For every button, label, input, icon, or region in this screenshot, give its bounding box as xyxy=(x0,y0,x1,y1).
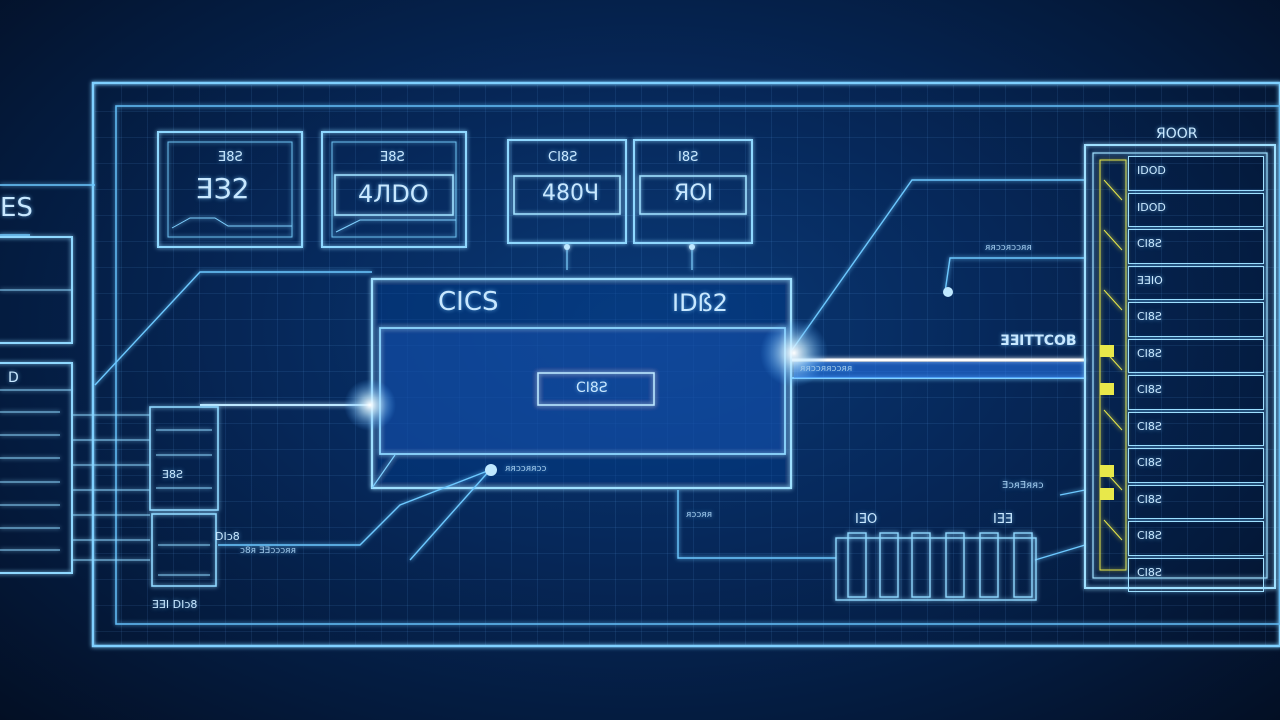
side-label: ES xyxy=(0,193,33,223)
rack-row: ƎƎIO xyxy=(1128,265,1264,300)
monitor-2-header: Ǝ8Ƨ xyxy=(380,150,405,165)
side-panel-letter: D xyxy=(8,370,19,386)
rack-row: CI8Ƨ xyxy=(1128,229,1264,264)
rack-row-label: IDOD xyxy=(1137,164,1166,177)
rack-row-label: ƎƎIO xyxy=(1137,273,1163,287)
connection-lines xyxy=(0,179,1086,561)
outer-frame xyxy=(91,81,1280,648)
monitor-4-header: I8Ƨ xyxy=(678,150,699,165)
right-upper-note: ᴙᴙɔɔᴙɔɔᴙᴙ xyxy=(985,243,1032,253)
rack-row: CI8Ƨ xyxy=(1128,557,1264,592)
rack-row: IDOD xyxy=(1128,192,1264,227)
center-inner-label: CI8Ƨ xyxy=(576,380,608,396)
left-label-b: DIɔ8 xyxy=(215,530,240,543)
right-link-sublabel: ᴙᴙɔɔᴙᴙɔɔᴙᴙ xyxy=(800,364,853,374)
rack-row: CI8Ƨ xyxy=(1128,448,1264,483)
below-center-note: ᴙᴙɔɔᴙᴙɔɔ xyxy=(505,464,547,474)
monitor-4-value: ЯOI xyxy=(674,181,714,206)
flare-right xyxy=(760,319,828,387)
rack-row-label: CI8Ƨ xyxy=(1137,237,1162,250)
rack-row-label: CI8Ƨ xyxy=(1137,492,1162,506)
right-rack-title: ЯООR xyxy=(1156,126,1198,142)
bottom-bank xyxy=(835,532,1037,601)
rack-row-label: CI8Ƨ xyxy=(1137,310,1162,323)
rack-row: CI8Ƨ xyxy=(1128,411,1264,446)
rack-row: CI8Ƨ xyxy=(1128,375,1264,410)
rack-row-label: CI8Ƨ xyxy=(1137,565,1162,579)
center-system-box xyxy=(370,277,793,490)
right-mid-note: ƎɔᴙƎᴙᴙɔ xyxy=(1002,480,1044,491)
rack-row-label: CI8Ƨ xyxy=(1137,456,1162,469)
rack-row: CI8Ƨ xyxy=(1128,521,1264,556)
right-link-label: ƎƎITTCOB xyxy=(1000,333,1077,349)
bottom-bank-right-label: IƎƎ xyxy=(993,512,1014,527)
left-stack-mid-label: Ǝ8Ƨ xyxy=(162,468,183,481)
rack-row: CI8Ƨ xyxy=(1128,338,1264,373)
monitor-2-value: 4ЛDO xyxy=(358,180,429,208)
monitor-1-value: ƎЗ2 xyxy=(196,172,250,205)
left-panels xyxy=(0,236,219,587)
rack-row-label: IDOD xyxy=(1137,200,1166,214)
rack-row-label: CI8Ƨ xyxy=(1137,346,1162,360)
rack-row-label: CI8Ƨ xyxy=(1137,383,1162,396)
monitor-3-value: 480Ч xyxy=(542,181,600,206)
rack-row-label: CI8Ƨ xyxy=(1137,419,1162,433)
flare-left xyxy=(344,379,396,431)
rack-row: CI8Ƨ xyxy=(1128,302,1264,337)
rack-row: IDOD xyxy=(1128,156,1264,191)
monitor-1-header: Ǝ8Ƨ xyxy=(218,150,243,165)
left-mid-note: ɔ8ᴙ ƎƎɔɔɔᴙᴙ xyxy=(240,546,296,556)
right-rack xyxy=(1084,144,1276,589)
monitor-panels xyxy=(157,131,753,270)
center-bottom-note: ᴙɔɔᴙᴙ xyxy=(686,510,713,520)
monitor-3-header: CI8Ƨ xyxy=(548,150,578,165)
rack-row-label: CI8Ƨ xyxy=(1137,529,1162,542)
center-left-label: CICS xyxy=(438,287,499,317)
center-right-label: IDß2 xyxy=(672,289,728,317)
left-stack-bottom-label: ƎƎI DIɔ8 xyxy=(152,598,198,611)
rack-row: CI8Ƨ xyxy=(1128,484,1264,519)
rack-row-list: IDOD IDOD CI8Ƨ ƎƎIO CI8Ƨ CI8Ƨ CI8Ƨ CI8Ƨ CI8Ƨ CI8Ƨ… xyxy=(1128,156,1264,594)
bottom-bank-left-label: IƎO xyxy=(855,512,878,527)
rack-indicators xyxy=(1100,345,1114,500)
inner-frame xyxy=(115,105,1280,625)
